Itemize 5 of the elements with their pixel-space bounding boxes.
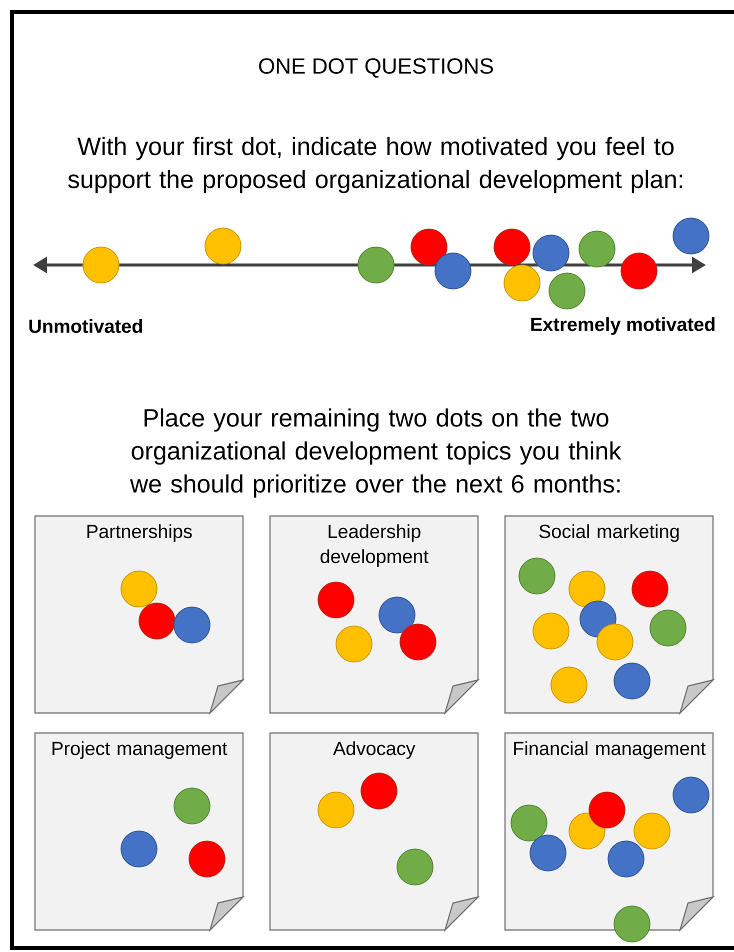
scale-label: Extremely motivated (531, 317, 715, 335)
title: ONE DOT QUESTIONS (259, 58, 493, 78)
question-text: Place your remaining two dots on the two organizational development topics you think we should prioritize over the next 6 months: (130, 408, 622, 498)
scale-label: Unmotivated (29, 319, 142, 333)
question-text: With your first dot, indicate how motivated you feel to support the proposed organizational development plan: (68, 136, 682, 194)
